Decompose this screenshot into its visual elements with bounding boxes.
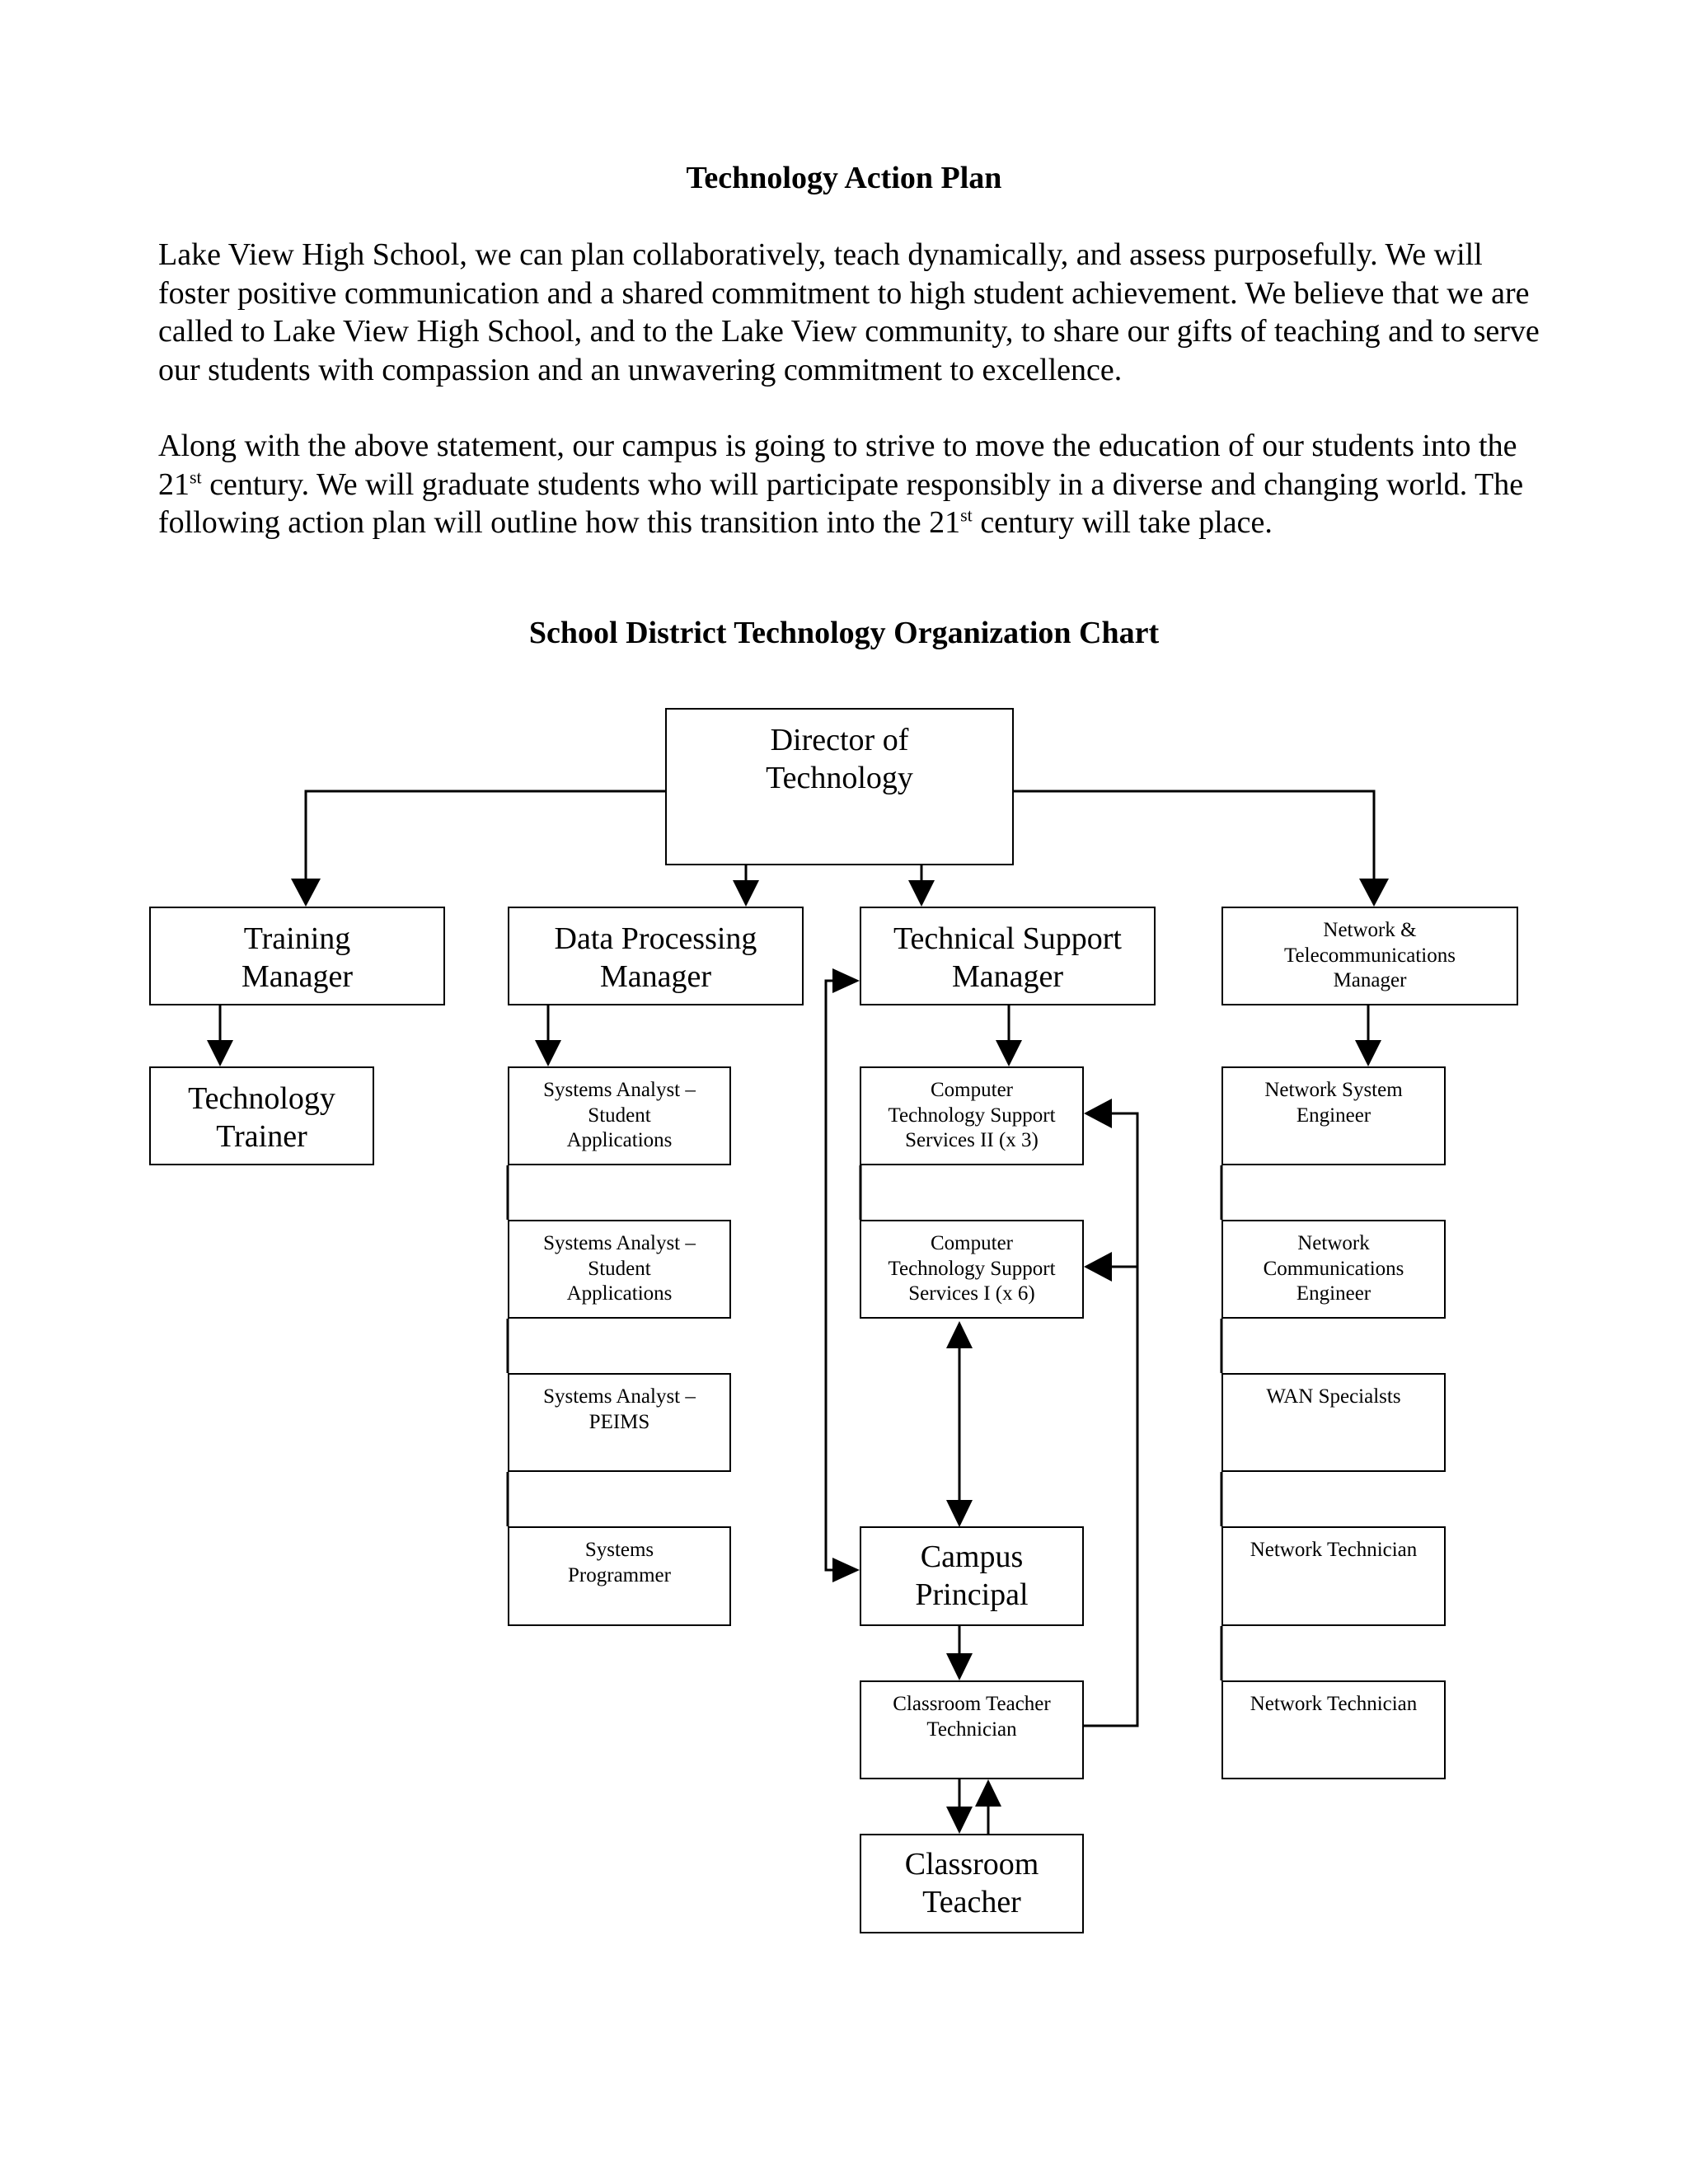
page-title: Technology Action Plan	[686, 161, 1002, 195]
plan-text-part1: Along with the above statement, our camp…	[158, 429, 1517, 502]
arrowhead	[535, 1040, 561, 1066]
computer-technology-support-services-i-box: Computer Technology Support Services I (…	[860, 1220, 1084, 1319]
arrowhead	[733, 880, 759, 907]
network-technician-box: Network Technician	[1221, 1526, 1446, 1626]
systems-analyst-student-applications-box: Systems Analyst – Student Applications	[508, 1066, 731, 1165]
technology-trainer-box: Technology Trainer	[149, 1066, 374, 1165]
arrowhead	[946, 1321, 973, 1348]
data-processing-manager-box: Data Processing Manager	[508, 907, 804, 1005]
arrowhead	[946, 1500, 973, 1527]
arrowhead	[1355, 1040, 1381, 1066]
arrowhead	[996, 1040, 1022, 1066]
campus-principal-box: Campus Principal	[860, 1526, 1084, 1626]
ordinal-suffix: st	[960, 504, 973, 526]
computer-technology-support-services-ii-box: Computer Technology Support Services II …	[860, 1066, 1084, 1165]
plan-text-part3: century will take place.	[972, 505, 1273, 540]
systems-analyst-peims-box: Systems Analyst – PEIMS	[508, 1373, 731, 1472]
connector-director-to-training-manager	[304, 790, 665, 879]
arrowhead	[1084, 1099, 1112, 1128]
systems-analyst-student-applications-box: Systems Analyst – Student Applications	[508, 1220, 731, 1319]
arrowhead	[207, 1040, 233, 1066]
arrowhead	[1359, 879, 1389, 907]
plan-text-part2: century. We will graduate students who w…	[158, 466, 1524, 541]
arrowhead	[946, 1807, 973, 1834]
technical-support-manager-box: Technical Support Manager	[860, 907, 1156, 1005]
classroom-teacher-box: Classroom Teacher	[860, 1834, 1084, 1933]
connector-director-to-network-manager	[1014, 790, 1376, 879]
arrowhead	[946, 1653, 973, 1680]
plan-paragraph: Along with the above statement, our camp…	[158, 427, 1543, 542]
training-manager-box: Training Manager	[149, 907, 445, 1005]
mission-paragraph: Lake View High School, we can plan colla…	[158, 237, 1540, 387]
network-telecommunications-manager-box: Network & Telecommunications Manager	[1221, 907, 1518, 1005]
arrowhead	[975, 1779, 1001, 1807]
arrowhead	[908, 880, 935, 907]
arrowhead	[832, 1558, 860, 1582]
arrowhead	[291, 879, 321, 907]
director-of-technology-box: Director of Technology	[665, 708, 1014, 865]
connector-tsm-principal-loop	[824, 979, 849, 1572]
arrowhead	[1084, 1252, 1112, 1282]
arrowhead	[832, 968, 860, 993]
network-communications-engineer-box: Network Communications Engineer	[1221, 1220, 1446, 1319]
classroom-teacher-technician-box: Classroom Teacher Technician	[860, 1680, 1084, 1779]
network-technician-box: Network Technician	[1221, 1680, 1446, 1779]
wan-specialists-box: WAN Specialsts	[1221, 1373, 1446, 1472]
org-chart-title: School District Technology Organization …	[528, 616, 1160, 650]
network-system-engineer-box: Network System Engineer	[1221, 1066, 1446, 1165]
connector-technician-feedback	[1084, 1112, 1139, 1727]
systems-programmer-box: Systems Programmer	[508, 1526, 731, 1626]
ordinal-suffix: st	[190, 466, 202, 487]
